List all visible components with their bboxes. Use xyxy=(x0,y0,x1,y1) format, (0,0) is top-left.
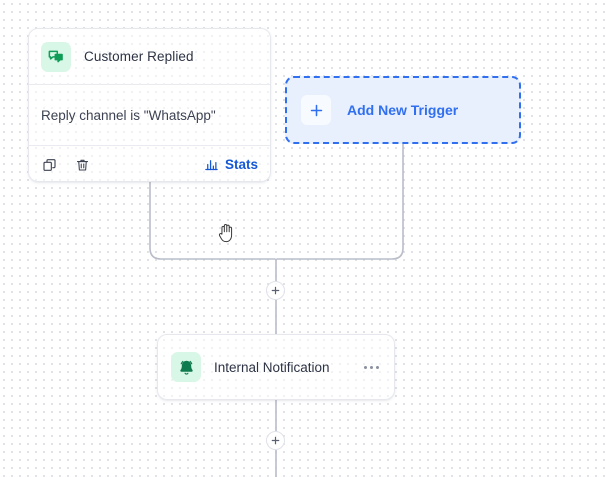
header-divider xyxy=(29,84,270,85)
add-new-trigger-label: Add New Trigger xyxy=(347,102,459,118)
trigger-node-header: Customer Replied xyxy=(29,29,270,84)
trigger-node-customer-replied[interactable]: Customer Replied Reply channel is "Whats… xyxy=(28,28,271,182)
stats-label: Stats xyxy=(224,157,258,172)
trigger-node-title: Customer Replied xyxy=(84,49,194,64)
trigger-node-footer: Stats xyxy=(29,146,270,183)
grab-hand-cursor xyxy=(218,223,233,243)
bell-icon xyxy=(171,352,201,382)
body-divider xyxy=(29,145,270,146)
add-new-trigger-button[interactable]: Add New Trigger xyxy=(285,76,521,144)
bar-chart-icon xyxy=(204,157,219,172)
action-node-internal-notification[interactable]: Internal Notification xyxy=(157,334,395,400)
trigger-condition-text: Reply channel is "WhatsApp" xyxy=(41,107,216,123)
add-step-merge-button[interactable] xyxy=(266,281,285,300)
add-step-after-notification-button[interactable] xyxy=(266,431,285,450)
trash-icon[interactable] xyxy=(73,156,91,174)
copy-icon[interactable] xyxy=(41,156,59,174)
more-horizontal-icon[interactable] xyxy=(362,360,381,375)
stats-button[interactable]: Stats xyxy=(204,157,258,172)
action-node-title: Internal Notification xyxy=(214,359,330,375)
trigger-node-body: Reply channel is "WhatsApp" xyxy=(29,85,270,145)
plus-icon xyxy=(301,95,331,125)
chat-bubbles-icon xyxy=(41,41,71,72)
